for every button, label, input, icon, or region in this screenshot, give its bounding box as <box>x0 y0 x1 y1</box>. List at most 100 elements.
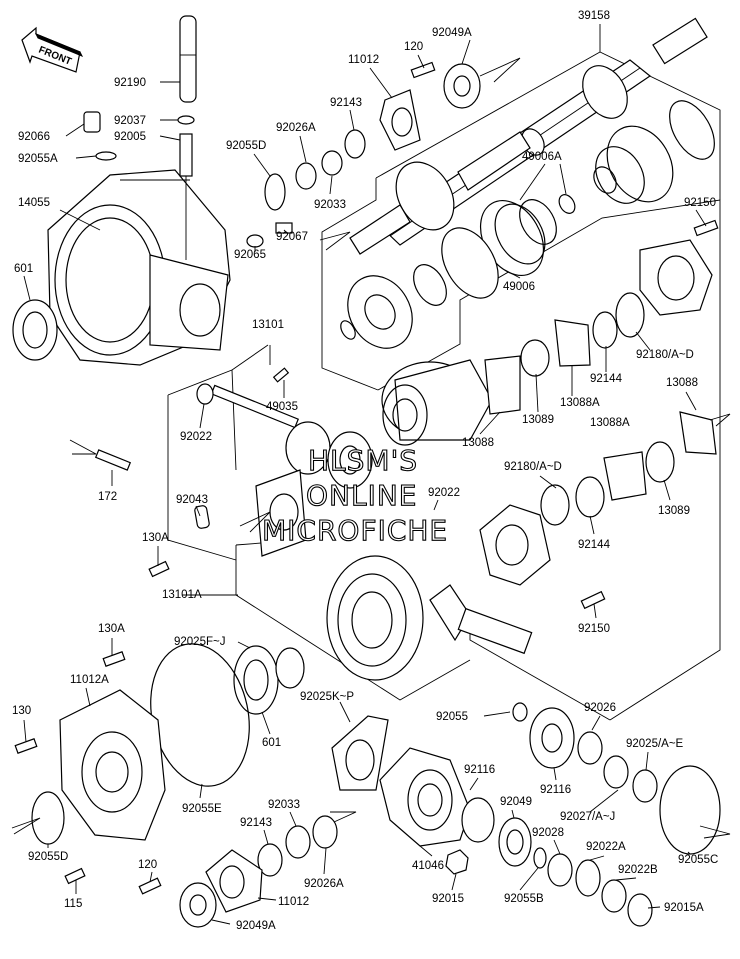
label-92143-bottom: 92143 <box>240 817 272 829</box>
ring-gear-13101A <box>326 555 533 681</box>
label-92037: 92037 <box>114 115 146 127</box>
label-92028: 92028 <box>532 827 564 839</box>
o-ring-92055C <box>659 765 721 855</box>
bolt-115 <box>64 867 86 885</box>
label-13088A-top: 13088A <box>560 397 600 409</box>
label-130A-bottom: 130A <box>98 623 125 635</box>
label-92144-top: 92144 <box>590 373 623 385</box>
label-92026-right: 92026 <box>584 702 616 714</box>
label-92033-top: 92033 <box>314 199 346 211</box>
cover-92150-mid <box>479 504 606 610</box>
label-92116-b: 92116 <box>540 784 571 796</box>
label-13089-top: 13089 <box>522 414 554 426</box>
label-49006: 49006 <box>503 281 535 293</box>
label-13088A-mid: 13088A <box>590 417 630 429</box>
label-115: 115 <box>64 898 82 910</box>
differential-case <box>381 359 493 446</box>
label-92180-mid: 92180/A~D <box>504 461 562 473</box>
label-601-mid: 601 <box>262 737 281 749</box>
front-arrow-badge: FRONT <box>21 26 84 73</box>
clutch-rings <box>484 292 645 415</box>
label-120-bottom: 120 <box>138 859 157 871</box>
pinion-shaft-49035 <box>196 367 300 429</box>
label-92025FJ: 92025F~J <box>174 636 225 648</box>
label-92022-mid: 92022 <box>428 487 460 499</box>
label-92025AE: 92025/A~E <box>626 738 684 750</box>
label-92049A-top: 92049A <box>432 27 472 39</box>
label-92022B: 92022B <box>618 864 658 876</box>
gear-case-14055 <box>47 169 231 366</box>
label-41046: 41046 <box>412 860 444 872</box>
label-92116-a: 92116 <box>464 764 495 776</box>
label-92055D-top: 92055D <box>226 140 266 152</box>
label-601-left: 601 <box>14 263 33 275</box>
label-92143-top: 92143 <box>330 97 362 109</box>
part-labels: 39158 92049A 120 11012 92190 92037 92005… <box>12 10 718 932</box>
label-13101: 13101 <box>252 319 284 331</box>
label-39158: 39158 <box>578 10 610 22</box>
label-92033-bottom: 92033 <box>268 799 300 811</box>
watermark-line-2: ONLINE <box>306 479 417 512</box>
label-92055-mid: 92055 <box>436 711 468 723</box>
watermark: HLSM'S ONLINE MICROFICHE <box>261 443 448 547</box>
label-92055B: 92055B <box>504 893 544 905</box>
label-13088-mid: 13088 <box>462 437 494 449</box>
leader-lines <box>23 24 707 925</box>
label-92026A-bottom: 92026A <box>304 878 344 890</box>
bolt-130A-mid <box>148 560 170 578</box>
label-92190: 92190 <box>114 77 146 89</box>
label-92066: 92066 <box>18 131 50 143</box>
bearing-92049-lower <box>461 797 547 869</box>
label-11012A: 11012A <box>70 674 109 686</box>
label-11012-bottom: 11012 <box>278 896 309 908</box>
tube-92190 <box>177 15 197 260</box>
label-11012-top: 11012 <box>348 54 379 66</box>
drive-shaft-39158 <box>349 17 708 255</box>
bearing-92049A-top <box>443 63 481 109</box>
label-92055D-bottom: 92055D <box>28 851 68 863</box>
label-13088-right: 13088 <box>666 377 698 389</box>
label-130A-left: 130A <box>142 532 169 544</box>
right-clutch-rings <box>540 411 717 526</box>
label-92150-mid: 92150 <box>578 623 610 635</box>
bracket-11012-bottom <box>138 849 263 928</box>
bracket-11012-top <box>379 61 436 151</box>
label-92022A: 92022A <box>586 841 626 853</box>
stud-172 <box>94 449 132 471</box>
shims-92026-92025 <box>577 731 658 803</box>
label-92026A-top: 92026A <box>276 122 316 134</box>
label-92005: 92005 <box>114 131 146 143</box>
bearing-92116 <box>512 702 575 769</box>
gasket-92025KP <box>331 715 389 791</box>
label-92144-mid: 92144 <box>578 539 611 551</box>
collar-92028-washers <box>547 853 653 927</box>
label-13089-mid: 13089 <box>658 505 690 517</box>
label-172: 172 <box>98 491 117 503</box>
bearing-601-left <box>12 299 58 361</box>
label-13101A: 13101A <box>162 589 202 601</box>
nut-92015 <box>445 849 469 875</box>
o-ring-92055D-bottom <box>31 791 65 845</box>
label-92022-left: 92022 <box>180 431 212 443</box>
watermark-line-1: HLSM'S <box>308 444 418 477</box>
alignment-arrows <box>11 57 731 839</box>
side-gears <box>194 421 373 557</box>
label-92055C: 92055C <box>678 854 718 866</box>
label-92065: 92065 <box>234 249 266 261</box>
label-92067: 92067 <box>276 231 308 243</box>
lower-shaft-rings <box>257 815 338 877</box>
label-130: 130 <box>12 705 31 717</box>
breather-92066 <box>83 111 117 161</box>
label-92015: 92015 <box>432 893 464 905</box>
seal-rings-upper <box>264 129 366 211</box>
label-92049A-bottom: 92049A <box>236 920 276 932</box>
label-92055E: 92055E <box>182 803 222 815</box>
label-49006A: 49006A <box>522 151 562 163</box>
bearing-601-mid <box>233 645 305 715</box>
watermark-line-3: MICROFICHE <box>262 514 448 547</box>
housing-41046 <box>379 747 471 847</box>
label-92025KP: 92025K~P <box>300 691 354 703</box>
cover-92150 <box>639 219 719 316</box>
label-92043: 92043 <box>176 494 208 506</box>
